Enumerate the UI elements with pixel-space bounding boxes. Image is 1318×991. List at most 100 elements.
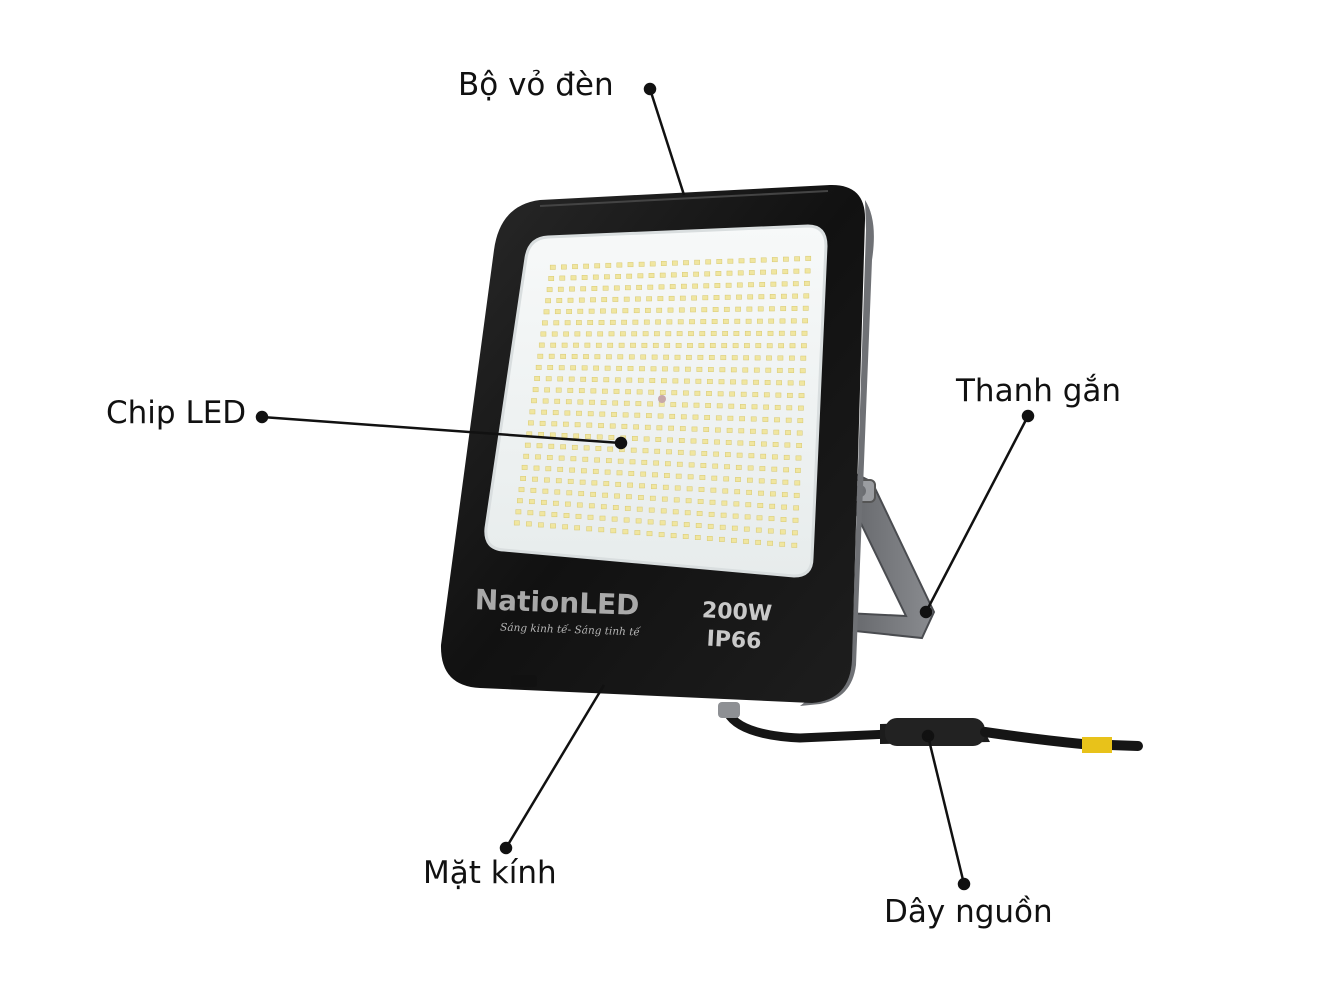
led-chip bbox=[744, 343, 750, 349]
led-chip bbox=[595, 342, 602, 348]
led-chip bbox=[706, 391, 712, 396]
led-chip bbox=[714, 439, 720, 445]
led-chip bbox=[704, 271, 711, 277]
led-chip bbox=[591, 480, 598, 486]
led-chip bbox=[608, 331, 615, 337]
led-chip bbox=[517, 498, 523, 504]
led-chip bbox=[709, 499, 716, 505]
led-chip bbox=[717, 391, 724, 397]
led-chip bbox=[628, 354, 635, 360]
led-chip bbox=[586, 526, 593, 532]
led-chip bbox=[635, 518, 642, 524]
led-chip bbox=[667, 437, 673, 443]
led-chip bbox=[746, 489, 752, 495]
led-chip bbox=[682, 272, 688, 277]
led-chip bbox=[609, 423, 616, 429]
led-chip bbox=[570, 456, 577, 462]
led-chip bbox=[639, 483, 645, 489]
led-chip bbox=[627, 482, 633, 488]
led-chip bbox=[561, 433, 568, 438]
led-chip bbox=[660, 261, 667, 266]
dot-bracket-end bbox=[919, 605, 933, 619]
led-chip bbox=[767, 540, 773, 546]
led-chip bbox=[646, 531, 653, 537]
led-chip bbox=[736, 282, 743, 288]
callout-glass-label: Mặt kính bbox=[423, 855, 557, 891]
led-chip bbox=[766, 355, 772, 361]
led-chip bbox=[683, 260, 689, 266]
led-chip bbox=[611, 516, 618, 522]
led-chip bbox=[730, 367, 737, 373]
led-chip bbox=[563, 331, 569, 337]
led-chip bbox=[542, 398, 549, 404]
led-chip bbox=[692, 414, 699, 420]
led-chip bbox=[632, 319, 639, 325]
led-chip bbox=[599, 515, 606, 521]
led-chip bbox=[736, 294, 742, 300]
led-chip bbox=[719, 536, 725, 542]
led-chip bbox=[671, 521, 678, 527]
led-chip bbox=[571, 444, 578, 450]
led-chip bbox=[548, 276, 555, 281]
led-chip bbox=[720, 512, 727, 518]
led-chip bbox=[532, 476, 538, 482]
led-chip bbox=[756, 515, 763, 521]
dot-cable-start bbox=[957, 877, 971, 891]
led-chip bbox=[681, 283, 687, 289]
led-chip bbox=[664, 473, 670, 478]
led-chip bbox=[779, 529, 786, 535]
led-chip bbox=[658, 532, 665, 538]
led-chip bbox=[668, 295, 675, 301]
led-chip bbox=[659, 520, 666, 526]
led-chip bbox=[557, 286, 564, 292]
dot-glass bbox=[499, 841, 513, 855]
led-chip bbox=[797, 418, 804, 424]
led-chip bbox=[699, 331, 706, 337]
led-chip bbox=[749, 257, 756, 263]
led-chip bbox=[616, 262, 623, 268]
led-chip bbox=[592, 274, 599, 280]
led-chip bbox=[606, 458, 612, 464]
led-chip bbox=[762, 416, 769, 422]
led-chip bbox=[701, 307, 708, 313]
led-chip bbox=[538, 342, 545, 348]
led-chip bbox=[551, 331, 558, 337]
led-chip bbox=[775, 392, 782, 398]
led-chip bbox=[689, 450, 696, 456]
led-chip bbox=[612, 400, 619, 406]
led-chip bbox=[612, 296, 619, 302]
led-chip bbox=[665, 331, 672, 337]
led-chip bbox=[584, 342, 591, 348]
led-chip bbox=[672, 509, 679, 515]
led-chip bbox=[649, 261, 656, 267]
led-chip bbox=[694, 535, 701, 540]
power-cable bbox=[718, 702, 1143, 753]
led-chip bbox=[732, 343, 739, 349]
led-chip bbox=[792, 293, 798, 299]
led-chip bbox=[520, 476, 526, 481]
led-chip bbox=[570, 365, 576, 371]
led-chip bbox=[702, 295, 709, 301]
led-chip bbox=[796, 430, 803, 436]
led-chip bbox=[672, 260, 678, 266]
led-chip bbox=[734, 489, 741, 495]
led-chip bbox=[544, 477, 550, 483]
led-chip bbox=[559, 275, 566, 281]
led-chip bbox=[551, 512, 558, 518]
led-chip bbox=[733, 331, 740, 336]
led-chip bbox=[556, 298, 563, 303]
callout-lines bbox=[255, 82, 1035, 891]
led-chip bbox=[801, 330, 808, 336]
led-chip bbox=[603, 481, 610, 487]
led-chip bbox=[788, 368, 795, 373]
led-chip bbox=[708, 355, 715, 360]
led-chip bbox=[782, 269, 789, 275]
led-chip bbox=[660, 508, 667, 514]
led-chip bbox=[682, 534, 689, 539]
leader-housing bbox=[648, 88, 686, 196]
led-chip bbox=[675, 473, 682, 479]
led-chip bbox=[610, 528, 617, 534]
led-chip bbox=[747, 465, 754, 471]
led-chip bbox=[781, 293, 787, 299]
